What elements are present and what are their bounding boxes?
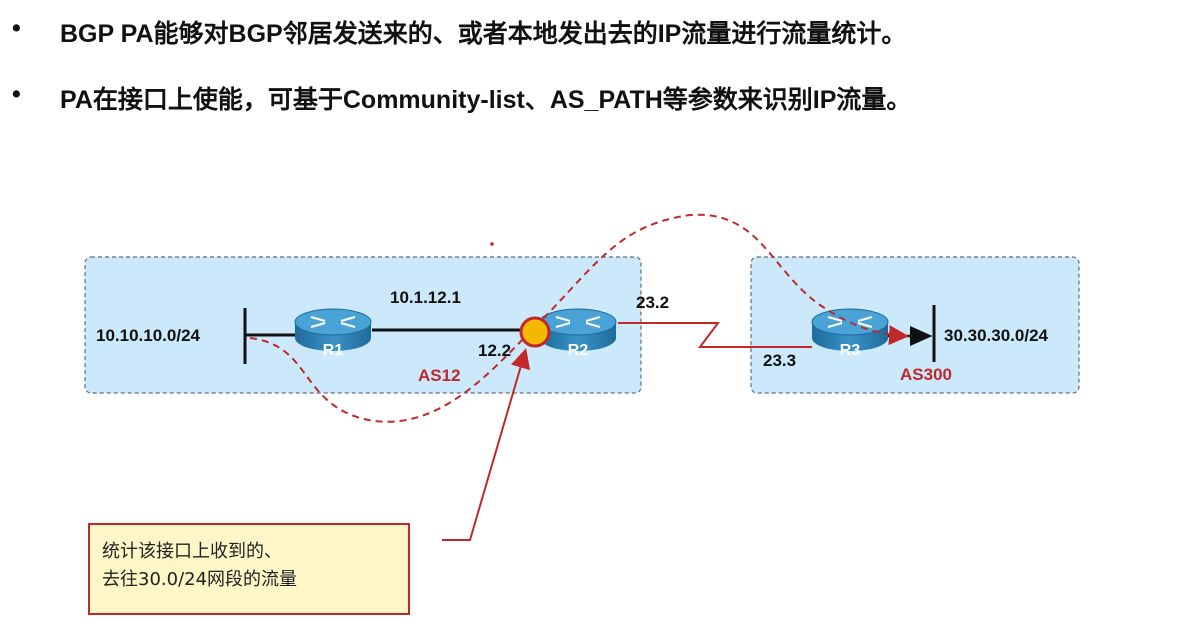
network-right-label: 30.30.30.0/24 — [944, 326, 1049, 345]
ip-r1-r2-label: 10.1.12.1 — [390, 288, 461, 307]
callout-line-2: 去往30.0/24网段的流量 — [102, 569, 298, 590]
bullet-item: • PA在接口上使能，可基于Community-list、AS_PATH等参数来… — [0, 80, 1195, 130]
router-r2-label: R2 — [568, 342, 589, 359]
traffic-path-dashed — [249, 213, 909, 423]
interface-highlight-marker[interactable] — [519, 316, 551, 348]
callout-pointer — [442, 348, 531, 541]
ip-r2-right-label: 23.2 — [636, 293, 669, 312]
network-left-label: 10.10.10.0/24 — [96, 326, 201, 345]
bullet-item: • BGP PA能够对BGP邻居发送来的、或者本地发出去的IP流量进行流量统计。 — [0, 14, 1195, 64]
router-r1-label: R1 — [323, 342, 344, 359]
router-r3-label: R3 — [840, 342, 861, 359]
bullet-text: PA在接口上使能，可基于Community-list、AS_PATH等参数来识别… — [60, 86, 912, 114]
callout-box: 统计该接口上收到的、 去往30.0/24网段的流量 — [88, 523, 410, 615]
link-r2-r3-serial — [618, 322, 812, 348]
as300-area — [750, 256, 1080, 394]
ip-r2-left-label: 12.2 — [478, 341, 511, 360]
router-r3[interactable]: R3 — [811, 308, 889, 359]
router-r1[interactable]: R1 — [294, 308, 372, 359]
bullet-marker: • — [12, 14, 21, 42]
stray-dot — [490, 242, 494, 246]
as300-label: AS300 — [900, 365, 952, 384]
callout-line-1: 统计该接口上收到的、 — [102, 541, 282, 562]
ip-r3-left-label: 23.3 — [763, 351, 796, 370]
as12-label: AS12 — [418, 366, 461, 385]
router-r2[interactable]: R2 — [539, 308, 617, 359]
bullet-text: BGP PA能够对BGP邻居发送来的、或者本地发出去的IP流量进行流量统计。 — [60, 20, 907, 48]
bullet-marker: • — [12, 80, 21, 108]
